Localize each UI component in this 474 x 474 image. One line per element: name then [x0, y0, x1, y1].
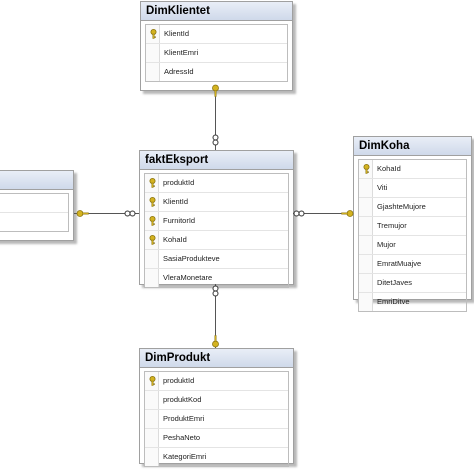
column-name: EmriDitve — [377, 297, 410, 306]
table-body: produktId produktKod ProduktEmri PeshaNe… — [144, 371, 289, 467]
column-name: GjashteMujore — [377, 202, 426, 211]
column-name: DitetJaves — [377, 278, 413, 287]
primary-key-icon — [149, 216, 156, 226]
column-name: VleraMonetare — [163, 273, 213, 282]
table-row[interactable]: ProduktEmri — [145, 410, 288, 429]
table-row[interactable]: GjashteMujore — [359, 198, 466, 217]
primary-key-icon — [363, 164, 370, 174]
table-row[interactable]: KategoriEmri — [145, 448, 288, 466]
column-name: SasiaProdukteve — [163, 254, 220, 263]
column-name: PeshaNeto — [163, 433, 201, 442]
column-name: ProduktEmri — [163, 414, 205, 423]
table-row[interactable]: KohaId — [359, 160, 466, 179]
column-name: produktId — [163, 178, 195, 187]
table-title — [0, 171, 73, 190]
column-name: Mujor — [377, 240, 396, 249]
relationship-line-produkt[interactable] — [215, 284, 216, 348]
table-title: DimProdukt — [140, 349, 293, 368]
table-row[interactable]: EmriDitve — [359, 293, 466, 311]
infinity-end-icon — [293, 210, 305, 217]
column-name: KlientId — [164, 29, 190, 38]
table-dimKoha[interactable]: DimKoha KohaId Viti GjashteMujore Tremuj… — [353, 136, 472, 312]
table-title: DimKoha — [354, 137, 471, 156]
column-name: produktKod — [163, 395, 202, 404]
relationship-line-koha[interactable] — [293, 213, 352, 214]
table-left-partial[interactable] — [0, 170, 74, 241]
column-name: FurnitorId — [163, 216, 196, 225]
table-row[interactable]: Tremujor — [359, 217, 466, 236]
table-row[interactable]: produktId — [145, 174, 288, 193]
column-name: KlientEmri — [164, 48, 199, 57]
table-title: DimKlientet — [141, 2, 292, 21]
table-body: KohaId Viti GjashteMujore Tremujor Mujor… — [358, 159, 467, 312]
table-row[interactable]: AdressId — [146, 63, 287, 81]
relationship-line-left[interactable] — [74, 213, 139, 214]
table-body: KlientId KlientEmri AdressId — [145, 24, 288, 82]
table-row[interactable]: FurnitorId — [145, 212, 288, 231]
column-name: KohaId — [377, 164, 401, 173]
table-row[interactable]: DitetJaves — [359, 274, 466, 293]
column-name: EmratMuajve — [377, 259, 422, 268]
column-name: KategoriEmri — [163, 452, 207, 461]
table-row[interactable]: KlientId — [146, 25, 287, 44]
table-body — [0, 193, 69, 232]
table-row[interactable] — [0, 194, 68, 213]
primary-key-end-icon — [212, 335, 219, 348]
column-name: produktId — [163, 376, 195, 385]
infinity-end-icon — [212, 134, 219, 146]
table-row[interactable]: produktId — [145, 372, 288, 391]
table-dimProdukt[interactable]: DimProdukt produktId produktKod ProduktE… — [139, 348, 294, 467]
table-row[interactable] — [0, 213, 68, 231]
table-row[interactable]: SasiaProdukteve — [145, 250, 288, 269]
primary-key-icon — [149, 235, 156, 245]
primary-key-icon — [149, 197, 156, 207]
primary-key-icon — [149, 178, 156, 188]
primary-key-end-icon — [341, 210, 354, 217]
column-name: KohaId — [163, 235, 187, 244]
table-faktEksport[interactable]: faktEksport produktId KlientId FurnitorI… — [139, 150, 294, 288]
table-row[interactable]: produktKod — [145, 391, 288, 410]
column-name: AdressId — [164, 67, 194, 76]
table-dimklientet[interactable]: DimKlientet KlientId KlientEmri AdressId — [140, 1, 293, 91]
table-row[interactable]: KohaId — [145, 231, 288, 250]
primary-key-icon — [149, 376, 156, 386]
table-row[interactable]: Viti — [359, 179, 466, 198]
table-row[interactable]: Mujor — [359, 236, 466, 255]
infinity-end-icon — [124, 210, 136, 217]
table-row[interactable]: KlientEmri — [146, 44, 287, 63]
primary-key-icon — [150, 29, 157, 39]
column-name: Viti — [377, 183, 388, 192]
table-row[interactable]: EmratMuajve — [359, 255, 466, 274]
column-name: KlientId — [163, 197, 189, 206]
table-body: produktId KlientId FurnitorId KohaId Sas… — [144, 173, 289, 288]
infinity-end-icon — [212, 285, 219, 297]
table-row[interactable]: KlientId — [145, 193, 288, 212]
column-name: Tremujor — [377, 221, 407, 230]
relationship-line-klientet[interactable] — [215, 92, 216, 150]
table-row[interactable]: PeshaNeto — [145, 429, 288, 448]
primary-key-end-icon — [76, 210, 89, 217]
table-row[interactable]: VleraMonetare — [145, 269, 288, 287]
primary-key-end-icon — [212, 84, 219, 97]
table-title: faktEksport — [140, 151, 293, 170]
